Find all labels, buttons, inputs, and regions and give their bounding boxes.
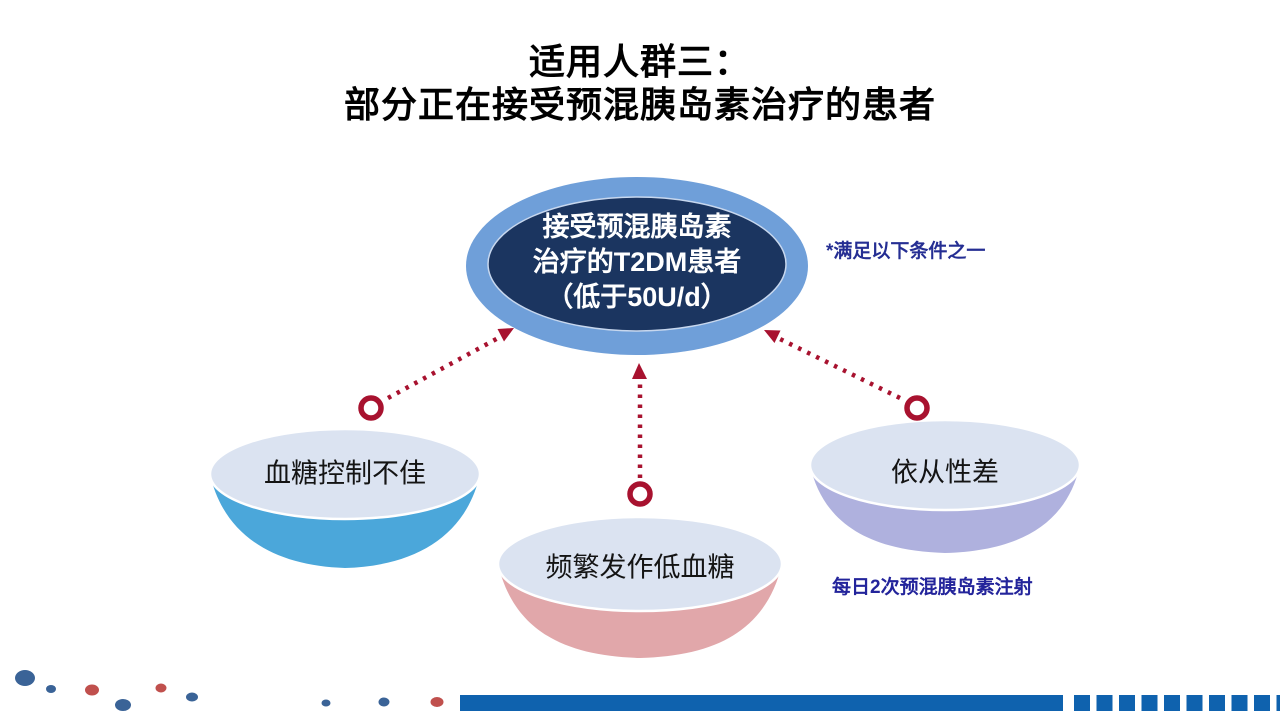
decorative-dot (378, 697, 390, 707)
footer-square (1276, 695, 1280, 711)
bowl-glucose-control-label: 血糖控制不佳 (264, 458, 426, 489)
decorative-dot (15, 670, 35, 686)
footer-square (1186, 695, 1203, 711)
slide-title: 适用人群三： 部分正在接受预混胰岛素治疗的患者 (0, 40, 1280, 126)
injection-note: 每日2次预混胰岛素注射 (832, 577, 1033, 598)
decorative-dot (115, 699, 131, 711)
footer-square (1209, 695, 1225, 711)
bowl-glucose-control-plate (208, 427, 482, 521)
decorative-dot (186, 692, 198, 702)
center-ellipse-text-line1: 接受预混胰岛素 (542, 212, 732, 242)
footer-square (1164, 695, 1180, 711)
bowl-hypoglycemia-label: 频繁发作低血糖 (545, 552, 735, 583)
bowl-adherence-plate (808, 418, 1082, 512)
dotted-arrow-middle (627, 363, 653, 507)
bowl-hypoglycemia-plate (496, 515, 784, 613)
bowl-hypoglycemia (496, 515, 784, 658)
center-ellipse-text: 接受预混胰岛素 治疗的T2DM患者 （低于50U/d） (467, 210, 807, 315)
decorative-dot (321, 699, 331, 707)
footer-square (1231, 695, 1248, 711)
decorative-dots (15, 670, 444, 711)
footer-square (1096, 695, 1113, 711)
center-ellipse (466, 177, 808, 355)
footnote-annotation: *满足以下条件之一 (826, 241, 986, 262)
footer-square (1119, 695, 1135, 711)
center-ellipse-inner (487, 196, 787, 332)
footer-squares (1074, 695, 1280, 711)
decorative-dot (46, 685, 56, 693)
footer-bar-group (460, 695, 1280, 711)
footer-bar (460, 695, 1063, 711)
footer-square (1074, 695, 1090, 711)
bowl-adherence (808, 418, 1082, 553)
dotted-arrow-left-line (386, 335, 502, 400)
dotted-arrow-right-line (779, 336, 901, 401)
footer-square (1254, 695, 1270, 711)
dotted-arrow-left-head (497, 328, 514, 342)
dotted-arrow-middle-head (632, 363, 647, 379)
circle-marker-middle (627, 481, 653, 507)
dotted-arrow-right (764, 330, 930, 421)
circle-marker-left (358, 395, 384, 421)
bowl-glucose-control (208, 427, 482, 568)
slide-title-line2: 部分正在接受预混胰岛素治疗的患者 (343, 84, 936, 125)
circle-marker-right (904, 395, 930, 421)
bowl-adherence-label: 依从性差 (891, 457, 999, 488)
dotted-arrow-right-head (764, 330, 781, 343)
center-ellipse-text-line3: （低于50U/d） (546, 282, 728, 312)
center-ellipse-text-line2: 治疗的T2DM患者 (532, 247, 742, 277)
decorative-dot (430, 697, 444, 707)
decorative-dot (85, 684, 99, 696)
dotted-arrow-left (358, 328, 514, 421)
slide-title-line1: 适用人群三： (528, 41, 751, 82)
footer-square (1141, 695, 1158, 711)
decorative-dot (155, 683, 167, 693)
